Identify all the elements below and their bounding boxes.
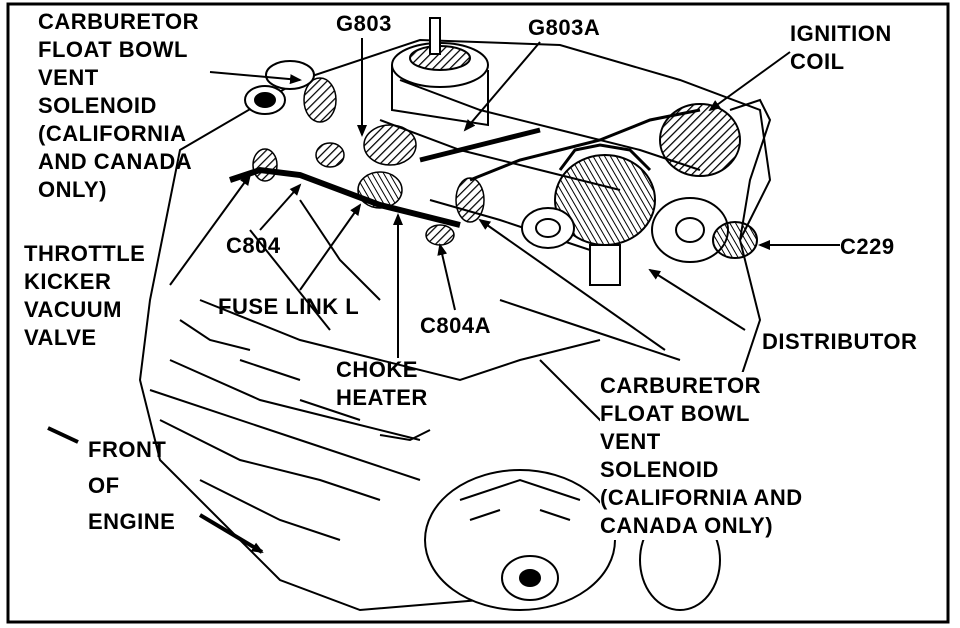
arrow-fuse-link xyxy=(299,203,362,291)
arrow-g803a xyxy=(463,41,541,132)
label-distributor: DISTRIBUTOR xyxy=(762,329,918,354)
leader-arrows xyxy=(47,38,840,554)
label-choke-heater: CHOKE HEATER xyxy=(336,357,428,410)
arrow-carb-vent-bottom xyxy=(478,218,666,351)
arrow-distributor xyxy=(648,268,746,331)
label-throttle-kicker: THROTTLE KICKER VACUUM VALVE xyxy=(24,241,146,350)
label-c804: C804 xyxy=(226,233,281,258)
label-carb-vent-top: CARBURETOR FLOAT BOWL VENT SOLENOID (CAL… xyxy=(38,9,200,202)
label-fuse-link: FUSE LINK L xyxy=(218,294,360,319)
label-front-of-engine: FRONT OF ENGINE xyxy=(88,437,176,534)
tick-front-of-engine xyxy=(47,426,79,444)
arrow-carb-vent-top xyxy=(209,71,302,85)
ignition-coil xyxy=(651,98,772,263)
arrow-front-of-engine xyxy=(198,513,264,554)
frame-border xyxy=(6,2,950,624)
label-c229: C229 xyxy=(840,234,895,259)
distributor xyxy=(521,143,656,286)
alternator xyxy=(424,469,721,611)
arrow-c804a xyxy=(437,243,456,311)
spark-plug-wires xyxy=(149,319,431,481)
label-c804a: C804A xyxy=(420,313,491,338)
arrow-throttle-kicker xyxy=(169,173,252,286)
label-g803: G803 xyxy=(336,11,392,36)
wiring-harness xyxy=(229,77,701,246)
carburetor xyxy=(244,17,489,127)
label-g803a: G803A xyxy=(528,15,601,40)
arrow-ignition-coil xyxy=(708,51,791,112)
arrow-c804 xyxy=(259,183,302,231)
label-ignition-coil: IGNITION COIL xyxy=(790,21,892,74)
label-carb-vent-bottom: CARBURETOR FLOAT BOWL VENT SOLENOID (CAL… xyxy=(600,372,803,540)
